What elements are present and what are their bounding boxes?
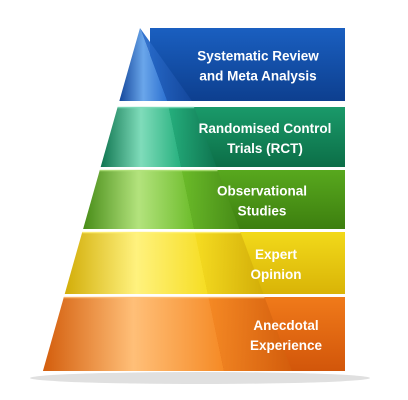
- tier-label-1: Systematic Review and Meta Analysis: [197, 49, 319, 84]
- tier-label-line: Experience: [250, 338, 323, 353]
- tier-side-face-4: [194, 232, 264, 294]
- tier-side-face-5: [208, 297, 292, 371]
- tier-label-line: Systematic Review: [197, 49, 319, 64]
- tier-front-face-2: [100, 107, 182, 167]
- tier-label-line: and Meta Analysis: [199, 69, 316, 84]
- tier-label-line: Trials (RCT): [227, 141, 303, 156]
- tier-side-face-2: [168, 107, 217, 167]
- tier-label-line: Anecdotal: [253, 318, 318, 333]
- tier-label-line: Observational: [217, 184, 307, 199]
- tier-front-face-1: [119, 28, 168, 101]
- tier-front-face-3: [83, 170, 195, 229]
- tier-front-face-4: [64, 232, 208, 294]
- tier-side-face-1: [140, 28, 193, 101]
- tier-front-face-5: [42, 297, 225, 371]
- tier-label-line: Opinion: [251, 267, 302, 282]
- tier-side-face-3: [181, 170, 240, 229]
- tier-label-line: Randomised Control: [199, 121, 332, 136]
- tier-label-line: Studies: [238, 204, 287, 219]
- pyramid-base-shadow: [30, 372, 370, 384]
- tier-label-line: Expert: [255, 247, 298, 262]
